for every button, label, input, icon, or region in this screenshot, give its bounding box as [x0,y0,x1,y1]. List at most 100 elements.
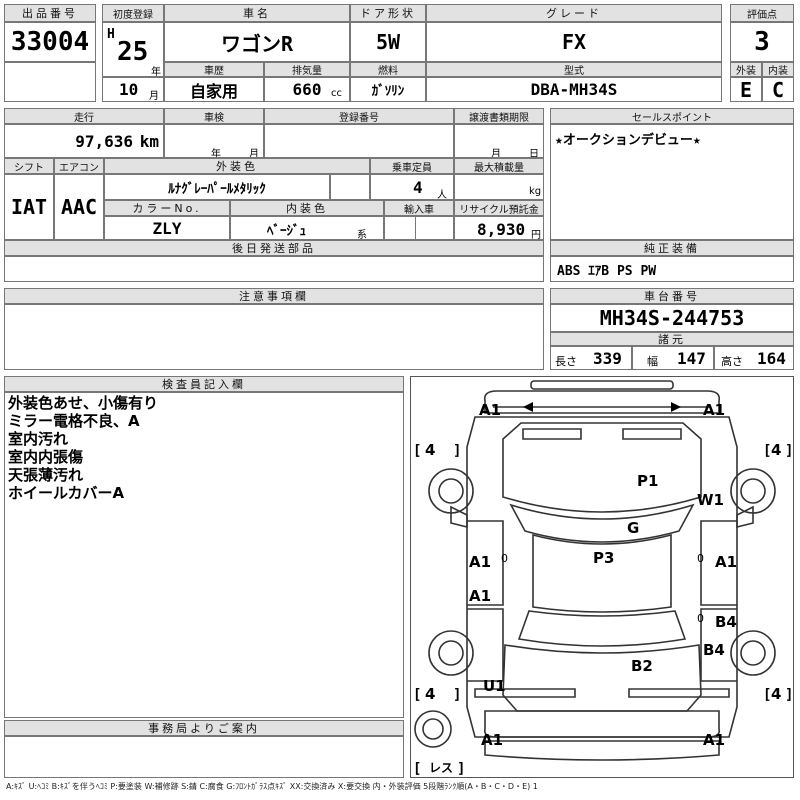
lot-blank [4,62,96,102]
capacity-cell: 4 人 [370,174,454,200]
later-parts-label: 後日発送部品 [4,240,544,256]
height-cell: 高さ 164 [714,346,794,370]
era: H [107,27,115,42]
tire-bracket: [ [763,443,771,459]
spare-bracket: [ [413,761,421,777]
color-blank [330,174,370,200]
inspector-line: 室内汚れ [8,430,69,448]
roof-outline [532,533,672,613]
inspector-line: 外装色あせ、小傷有り [8,394,159,412]
model-label: 型式 [426,62,722,77]
door-left-rear-outline [467,608,504,682]
color-no-label: カラーNo. [104,200,230,216]
inspection-cell: 年 月 [164,124,264,158]
length: 339 [593,349,622,368]
dims-label: 諸元 [550,332,794,346]
import-label: 輸入車 [384,200,454,216]
spare-label: レス [429,761,454,775]
mileage: 97,636 [75,132,133,151]
interior-grade: C [762,77,794,102]
tire-rl-label: 4 [425,685,436,703]
shift: IAT [4,174,54,240]
tire-fr-label: 4 [771,441,782,459]
wheel-front-right [730,468,776,514]
length-cell: 長さ 339 [550,346,632,370]
year: 25 [117,37,149,67]
capacity: 4 [413,178,423,197]
recycle-label: リサイクル預託金 [454,200,544,216]
import-cell [384,216,454,240]
door-fl-mark: 0 [501,552,508,565]
later-parts [4,256,544,282]
lot-number: 33004 [4,22,96,62]
chassis-label: 車台番号 [550,288,794,304]
model: DBA-MH34S [426,77,722,102]
sales-point-label: セールスポイント [550,108,794,124]
fender-right-label: W1 [697,491,724,509]
wheel-front-left [428,468,474,514]
windshield-label: G [627,519,640,537]
wheel-rear-right [730,630,776,676]
width-label: 幅 [647,355,658,368]
rear-bumper-outline [483,710,721,738]
tire-bracket: ] [785,443,793,459]
sales-point-box: ★オークションデビュー★ [550,124,794,240]
interior-color-label: 内装色 [230,200,384,216]
door-type: 5W [350,22,426,62]
interior-color: ﾍﾞｰｼﾞｭ [267,224,306,239]
car-name: ワゴンR [164,22,350,62]
roof-label: P3 [593,549,615,567]
rear-step-outline [484,740,720,761]
max-load-cell: kg [454,174,544,200]
body-outline [466,416,738,738]
ac-label: エアコン [54,158,104,174]
history: 自家用 [164,77,264,102]
door-right-rear-outline [700,608,737,682]
transfer-month-unit: 月 [491,149,501,158]
front-arrow-right [671,402,681,412]
capacity-unit: 人 [437,190,447,200]
inspector-line: 室内内張傷 [8,448,84,466]
door-fr-label: A1 [715,553,738,571]
displacement-cell: 660 cc [264,77,350,102]
displacement-unit: cc [331,88,342,99]
door-left-front-outline [467,520,504,606]
capacity-label: 乗車定員 [370,158,454,174]
hood-outline [502,422,702,513]
height-label: 高さ [721,355,743,368]
car-name-label: 車名 [164,4,350,22]
max-load-label: 最大積載量 [454,158,544,174]
caution-label: 注意事項欄 [4,288,544,304]
rear-left-label: A1 [481,731,504,749]
sales-point-text: ★オークションデビュー★ [555,133,701,148]
quarter-right-label: B4 [703,641,725,659]
tire-rr-label: 4 [771,685,782,703]
inspection-year-unit: 年 [211,149,221,158]
color-label: 外装色 [104,158,370,174]
width: 147 [677,349,706,368]
first-reg-year: H 25 年 [102,22,164,77]
wheel-rear-left [428,630,474,676]
car-diagram: [] [] [] [] [] A1 A1 4 4 P1 W1 G P3 A1 0… [410,376,794,778]
tire-bracket: [ [413,443,421,459]
front-right-label: A1 [703,401,726,419]
car-diagram-svg: [] [] [] [] [] [413,380,793,777]
first-reg-label: 初度登録 [102,4,164,22]
displacement: 660 [292,80,322,99]
interior-color-unit: 系 [357,230,367,240]
inspector-label: 検査員記入欄 [4,376,404,392]
recycle: 8,930 [477,220,526,239]
tire-bracket: ] [785,687,793,703]
displacement-label: 排気量 [264,62,350,77]
tire-bracket: ] [453,687,461,703]
office-box [4,736,404,778]
front-left-label: A1 [479,401,502,419]
spare-bracket: ] [457,761,465,777]
fuel-label: 燃料 [350,62,426,77]
inspector-line: ホイールカバーA [8,484,125,502]
transfer-label: 譲渡書類期限 [454,108,544,124]
top-bar-outline [530,380,674,390]
ac: AAC [54,174,104,240]
door-rr-mark: 0 [697,612,704,625]
score-label: 評価点 [730,4,794,22]
